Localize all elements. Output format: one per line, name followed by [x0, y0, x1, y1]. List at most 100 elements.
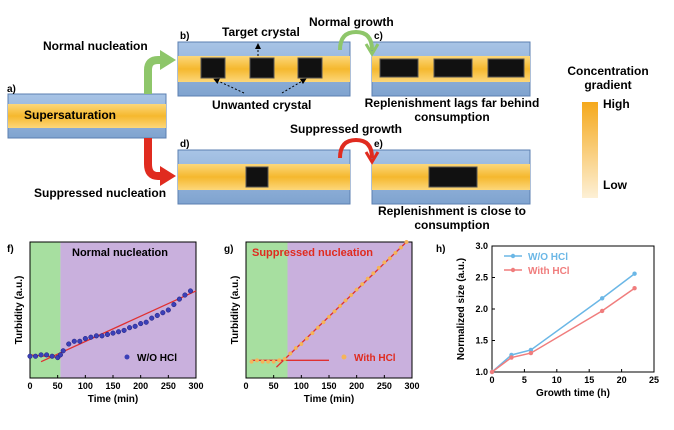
data-point	[360, 282, 365, 287]
x-tick-label: 300	[188, 381, 203, 391]
legend-label: With HCl	[354, 353, 396, 364]
data-point	[310, 331, 315, 336]
data-point	[93, 333, 99, 339]
data-point	[110, 330, 116, 336]
crystal	[428, 166, 478, 188]
legend-marker	[124, 354, 130, 360]
panel-label-f: f)	[7, 244, 14, 255]
chart-title: Normal nucleation	[72, 247, 168, 259]
channel-a	[7, 93, 167, 139]
data-point	[127, 325, 133, 331]
y-axis-title: Normalized size (a.u.)	[456, 258, 467, 360]
data-point	[171, 302, 177, 308]
legend-marker	[341, 354, 347, 360]
x-tick-label: 250	[377, 381, 392, 391]
data-point	[60, 348, 66, 354]
data-point	[393, 250, 398, 255]
channel-b	[177, 41, 351, 97]
normal-growth-label: Normal growth	[309, 15, 394, 29]
crystal	[379, 58, 419, 78]
x-tick-label: 15	[584, 375, 594, 385]
data-point	[104, 331, 111, 338]
data-point	[160, 310, 166, 316]
x-tick-label: 50	[269, 381, 279, 391]
x-axis-title: Time (min)	[304, 394, 354, 405]
suppressed-growth-arc	[338, 137, 374, 159]
gradient-low-label: Low	[603, 178, 627, 192]
data-point	[27, 353, 33, 359]
green-arrow	[144, 56, 162, 94]
x-tick-label: 200	[349, 381, 364, 391]
x-tick-label: 150	[321, 381, 336, 391]
channel-d	[177, 149, 351, 205]
data-point	[376, 265, 381, 270]
suppressed-growth-label: Suppressed growth	[290, 122, 403, 136]
x-tick-label: 100	[294, 381, 309, 391]
data-point	[528, 347, 534, 353]
crystal	[433, 58, 473, 78]
red-arrowhead	[160, 166, 176, 186]
x-tick-label: 0	[489, 375, 494, 385]
legend-label: W/O HCl	[137, 353, 177, 364]
red-arrow	[144, 138, 162, 180]
x-tick-label: 0	[27, 381, 32, 391]
chart-title: Suppressed nucleation	[252, 247, 373, 259]
fit-line	[40, 290, 197, 363]
data-point	[271, 359, 276, 364]
data-point	[132, 323, 138, 329]
data-point	[632, 286, 637, 291]
schematic-graphics	[7, 29, 598, 205]
data-point	[288, 351, 293, 356]
x-tick-label: 50	[53, 381, 63, 391]
data-point	[57, 352, 63, 358]
panel-label-b: b)	[180, 31, 190, 42]
data-point	[599, 296, 605, 301]
crystal	[200, 57, 226, 79]
data-point	[343, 298, 348, 303]
x-tick-label: 5	[522, 375, 527, 385]
legend-marker	[510, 267, 516, 273]
data-point	[182, 292, 188, 298]
data-point	[509, 355, 514, 360]
x-axis-title: Growth time (h)	[536, 388, 610, 399]
data-point	[398, 245, 403, 250]
data-point	[71, 338, 77, 344]
x-tick-label: 100	[78, 381, 93, 391]
legend-label: With HCl	[528, 266, 570, 277]
data-point	[404, 239, 409, 245]
data-point	[260, 359, 265, 364]
replenishment-close-label: Replenishment is close to consumption	[377, 204, 527, 232]
data-point	[121, 327, 127, 333]
data-point	[528, 350, 534, 356]
concentration-gradient-bar	[582, 102, 598, 198]
data-point	[632, 271, 637, 276]
data-point	[165, 307, 171, 313]
panel-label-c: c)	[374, 31, 383, 42]
x-tick-label: 250	[161, 381, 176, 391]
y-tick-label: 3.0	[475, 241, 488, 251]
panel-label-e: e)	[374, 139, 383, 150]
panel-label-d: d)	[180, 139, 190, 150]
data-point	[187, 288, 194, 294]
data-point	[332, 309, 337, 314]
x-tick-label: 25	[649, 375, 659, 385]
data-point	[599, 308, 605, 314]
legend-marker	[510, 253, 516, 259]
panel-label-g: g)	[224, 244, 234, 255]
series-line	[491, 287, 635, 373]
replenishment-lags-label: Replenishment lags far behind consumptio…	[364, 96, 540, 124]
data-point	[299, 341, 304, 347]
data-point	[304, 336, 309, 341]
zone-before-nucleation	[246, 242, 288, 378]
data-point	[32, 353, 39, 359]
data-point	[66, 341, 72, 347]
y-tick-label: 2.0	[475, 304, 488, 314]
x-tick-label: 20	[617, 375, 627, 385]
panel-label-h: h)	[436, 244, 446, 255]
data-point	[44, 352, 50, 358]
crystal	[245, 166, 269, 188]
y-tick-label: 2.5	[475, 273, 488, 283]
data-point	[176, 296, 182, 302]
x-tick-label: 200	[133, 381, 148, 391]
green-arrowhead	[160, 50, 176, 70]
